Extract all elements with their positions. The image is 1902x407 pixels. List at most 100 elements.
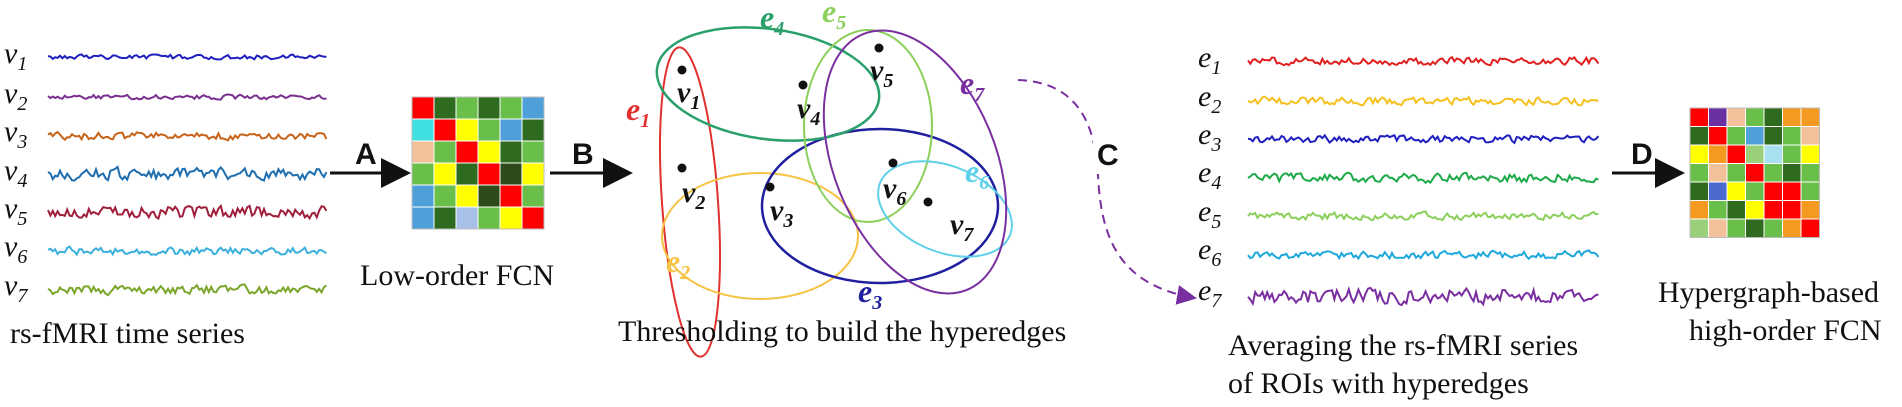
avg-label-e2: e2 [1198, 80, 1221, 118]
node-v5-dot [874, 43, 884, 53]
high-order-matrix [1689, 107, 1820, 238]
low-order-matrix-cell [433, 118, 457, 142]
avg-label-e5: e5 [1198, 195, 1221, 233]
hyperedge-label-e3: e3 [858, 273, 882, 314]
high-order-matrix-cell [1782, 163, 1802, 183]
high-order-matrix-cell [1800, 126, 1820, 146]
averaged-line-e2 [1247, 95, 1599, 107]
hyperedge-label-e2: e2 [666, 243, 690, 284]
high-order-matrix-cell [1689, 181, 1709, 201]
node-v2-dot [677, 163, 687, 173]
hyperedge-label-e1: e1 [626, 91, 650, 132]
high-order-caption-line1: Hypergraph-based [1658, 276, 1879, 309]
high-order-matrix-cell [1726, 181, 1746, 201]
low-order-matrix-cell [477, 162, 501, 186]
high-order-matrix-cell [1763, 163, 1783, 183]
low-order-matrix-cell [477, 206, 501, 230]
node-label-v3: v3 [770, 194, 793, 232]
high-order-matrix-cell [1763, 200, 1783, 220]
low-order-matrix-cell [477, 118, 501, 142]
hyperedge-e1-outline [659, 46, 721, 358]
step-b-arrow: B [550, 138, 633, 188]
hyperedge-e4-outline [655, 26, 881, 142]
hyperedge-label-e7: e7 [960, 65, 985, 106]
high-order-matrix-cell [1689, 218, 1709, 238]
step-label-a: A [355, 138, 377, 171]
low-order-matrix-cell [499, 118, 523, 142]
high-order-matrix-cell [1708, 200, 1728, 220]
high-order-matrix-cell [1800, 218, 1820, 238]
low-order-matrix-cell [521, 162, 545, 186]
step-a-arrow: A [330, 138, 411, 188]
low-order-matrix-cell [521, 184, 545, 208]
high-order-matrix-cell [1763, 181, 1783, 201]
low-order-matrix-cell [499, 140, 523, 164]
low-order-matrix-cell [477, 184, 501, 208]
ts-label-v1: v1 [4, 37, 27, 75]
step-label-c: C [1097, 139, 1119, 172]
node-label-v4: v4 [797, 92, 820, 130]
hyperedge-label-e6: e6 [965, 153, 989, 194]
ts-label-v4: v4 [4, 154, 27, 192]
high-order-matrix-cell [1782, 107, 1802, 127]
high-order-matrix-cell [1782, 218, 1802, 238]
step-label-d: D [1631, 138, 1653, 171]
ts-label-v5: v5 [4, 192, 27, 230]
node-label-v2: v2 [682, 176, 705, 214]
high-order-matrix-cell [1745, 200, 1765, 220]
step-label-b: B [572, 138, 594, 171]
averaged-line-e4 [1247, 171, 1599, 185]
low-order-matrix-cell [433, 140, 457, 164]
high-order-caption-line2: high-order FCN [1689, 314, 1881, 347]
low-order-matrix-cell [411, 118, 435, 142]
high-order-matrix-cell [1745, 181, 1765, 201]
high-order-matrix-cell [1782, 200, 1802, 220]
node-label-v6: v6 [883, 172, 906, 210]
averaged-caption-line1: Averaging the rs-fMRI series [1228, 329, 1578, 362]
high-order-matrix-cell [1763, 218, 1783, 238]
low-order-caption: Low-order FCN [360, 259, 554, 292]
low-order-matrix-cell [433, 184, 457, 208]
arrow-c-label-backdrop [1093, 134, 1127, 174]
low-order-matrix-cell [521, 118, 545, 142]
averaged-line-e1 [1247, 55, 1600, 67]
high-order-matrix-cell [1708, 144, 1728, 164]
time-series-line-v7 [47, 283, 327, 297]
high-order-matrix-cell [1763, 144, 1783, 164]
low-order-matrix-cell [433, 206, 457, 230]
high-order-matrix-cell [1708, 126, 1728, 146]
averaged-series-signals [1247, 55, 1600, 307]
high-order-matrix-cell [1689, 126, 1709, 146]
high-order-matrix-cell [1726, 107, 1746, 127]
hyperedge-e7-outline [822, 29, 1008, 295]
low-order-matrix-cell [455, 96, 479, 120]
high-order-matrix-cell [1782, 144, 1802, 164]
high-order-matrix-cell [1745, 107, 1765, 127]
averaged-series-labels: e1 e2 e3 e4 e5 e6 e7 [1198, 41, 1222, 312]
low-order-matrix-cell [411, 96, 435, 120]
low-order-matrix-cell [455, 184, 479, 208]
node-v3-dot [765, 182, 775, 192]
low-order-matrix-cell [455, 162, 479, 186]
panel-averaged: e1 e2 e3 e4 e5 e6 e7 Averaging the rs-fM… [1198, 41, 1600, 400]
low-order-matrix-cell [499, 96, 523, 120]
low-order-matrix-cell [411, 184, 435, 208]
time-series-line-v6 [47, 245, 327, 257]
time-series-line-v5 [47, 203, 328, 221]
high-order-matrix-cell [1726, 163, 1746, 183]
low-order-matrix-cell [411, 162, 435, 186]
high-order-matrix-cell [1782, 126, 1802, 146]
ts-label-v3: v3 [4, 115, 27, 153]
ts-label-v6: v6 [4, 230, 27, 268]
low-order-matrix-cell [433, 162, 457, 186]
low-order-matrix-cell [499, 162, 523, 186]
avg-label-e7: e7 [1198, 274, 1222, 312]
panel-low-order: Low-order FCN [360, 96, 554, 292]
low-order-matrix-cell [499, 206, 523, 230]
high-order-matrix-cell [1800, 181, 1820, 201]
low-order-matrix-cell [499, 184, 523, 208]
hyperedge-e6-outline [877, 160, 1013, 258]
high-order-matrix-cell [1745, 218, 1765, 238]
high-order-matrix-cell [1800, 163, 1820, 183]
